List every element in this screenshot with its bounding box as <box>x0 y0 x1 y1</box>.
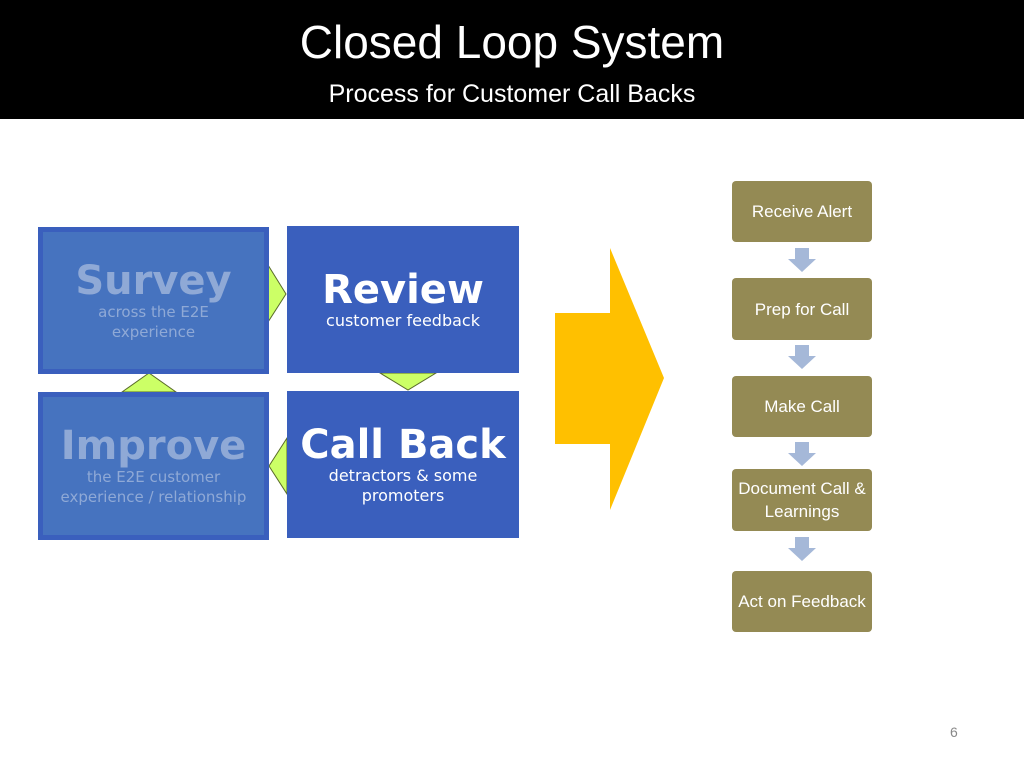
cycle-line: experience <box>111 322 196 341</box>
process-step-act-on-feedback: Act on Feedback <box>732 571 872 632</box>
cycle-line: experience / relationship <box>60 488 247 506</box>
cycle-line: detractors & some <box>328 465 478 485</box>
down-arrow-icon <box>788 248 816 272</box>
cycle-line: promoters <box>361 485 445 505</box>
cycle-line: customer feedback <box>326 310 480 330</box>
cycle-line: across the E2E <box>98 302 209 321</box>
cycle-box-survey: Survey across the E2E experience <box>38 227 269 374</box>
process-step-make-call: Make Call <box>732 376 872 437</box>
slide-header: Closed Loop System Process for Customer … <box>0 0 1024 119</box>
cycle-title: Improve <box>60 423 247 469</box>
cycle-line: the E2E customer <box>86 468 221 486</box>
down-arrow-icon <box>788 537 816 561</box>
connector-improve-to-survey-icon <box>120 372 178 393</box>
slide-subtitle: Process for Customer Call Backs <box>328 80 696 108</box>
cycle-title: Call Back <box>300 421 506 468</box>
process-step-document-call: Document Call & Learnings <box>732 469 872 531</box>
process-step-receive-alert: Receive Alert <box>732 181 872 242</box>
connector-survey-to-review-icon <box>267 263 287 324</box>
cycle-box-improve: Improve the E2E customer experience / re… <box>38 392 269 540</box>
cycle-box-review: Review customer feedback <box>287 226 519 373</box>
connector-callback-to-improve-icon <box>268 436 288 496</box>
connector-review-to-callback-icon <box>378 372 438 391</box>
slide-title: Closed Loop System <box>299 16 725 68</box>
cycle-box-call-back: Call Back detractors & some promoters <box>287 391 519 538</box>
down-arrow-icon <box>788 345 816 369</box>
page-number: 6 <box>950 724 958 740</box>
cycle-title: Review <box>322 266 484 313</box>
down-arrow-icon <box>788 442 816 466</box>
big-right-arrow-icon <box>555 248 664 510</box>
cycle-title: Survey <box>75 257 232 304</box>
process-step-prep-for-call: Prep for Call <box>732 278 872 340</box>
